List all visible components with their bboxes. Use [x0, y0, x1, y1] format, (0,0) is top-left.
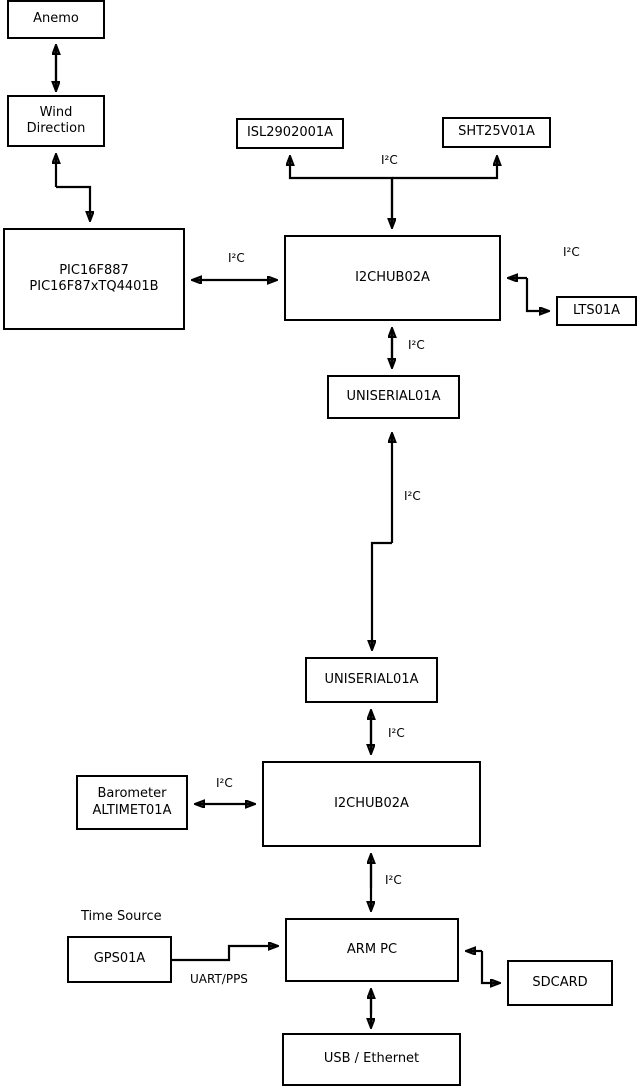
connector-armpc-sdcard: [467, 951, 499, 983]
edge-label-i2c-uniserial-hub: I²C: [388, 726, 405, 740]
node-i2chub02a-top[interactable]: I2CHUB02A: [284, 235, 501, 321]
node-uniserial01a-lower[interactable]: UNISERIAL01A: [305, 657, 438, 703]
node-arm-pc[interactable]: ARM PC: [285, 918, 459, 982]
node-usb-ethernet[interactable]: USB / Ethernet: [282, 1033, 461, 1086]
edge-label-i2c-hub-armpc: I²C: [385, 873, 402, 887]
node-sht25v01a[interactable]: SHT25V01A: [442, 117, 551, 148]
node-i2chub02a-bottom[interactable]: I2CHUB02A: [262, 761, 481, 847]
connector-hub-top-lts: [509, 278, 548, 311]
edge-label-i2c-barometer-hub: I²C: [216, 776, 233, 790]
connector-wind-pic: [56, 155, 90, 220]
node-isl2902001a[interactable]: ISL2902001A: [236, 118, 344, 149]
edge-label-i2c-hub-uniserial: I²C: [408, 338, 425, 352]
edge-label-i2c-top-sensors: I²C: [381, 153, 398, 167]
node-gps01a[interactable]: GPS01A: [67, 936, 172, 983]
edge-label-uart-pps: UART/PPS: [190, 972, 248, 986]
node-pic-mcu[interactable]: PIC16F887 PIC16F87xTQ4401B: [3, 228, 185, 330]
connector-uniserial-uniserial: [372, 434, 392, 649]
edge-label-i2c-hub-lts: I²C: [563, 245, 580, 259]
node-anemo[interactable]: Anemo: [7, 0, 105, 39]
node-sdcard[interactable]: SDCARD: [507, 960, 613, 1006]
connector-gps-armpc: [172, 946, 277, 962]
connector-hub-top-sensors: [290, 157, 497, 227]
node-lts01a[interactable]: LTS01A: [556, 296, 637, 326]
edge-label-i2c-uniserial-uniserial: I²C: [404, 489, 421, 503]
node-barometer-altimet01a[interactable]: Barometer ALTIMET01A: [76, 775, 188, 830]
node-uniserial01a-upper[interactable]: UNISERIAL01A: [327, 375, 460, 419]
edge-label-i2c-pic-hub: I²C: [228, 251, 245, 265]
node-wind-direction[interactable]: Wind Direction: [7, 95, 105, 147]
label-time-source: Time Source: [81, 909, 162, 924]
